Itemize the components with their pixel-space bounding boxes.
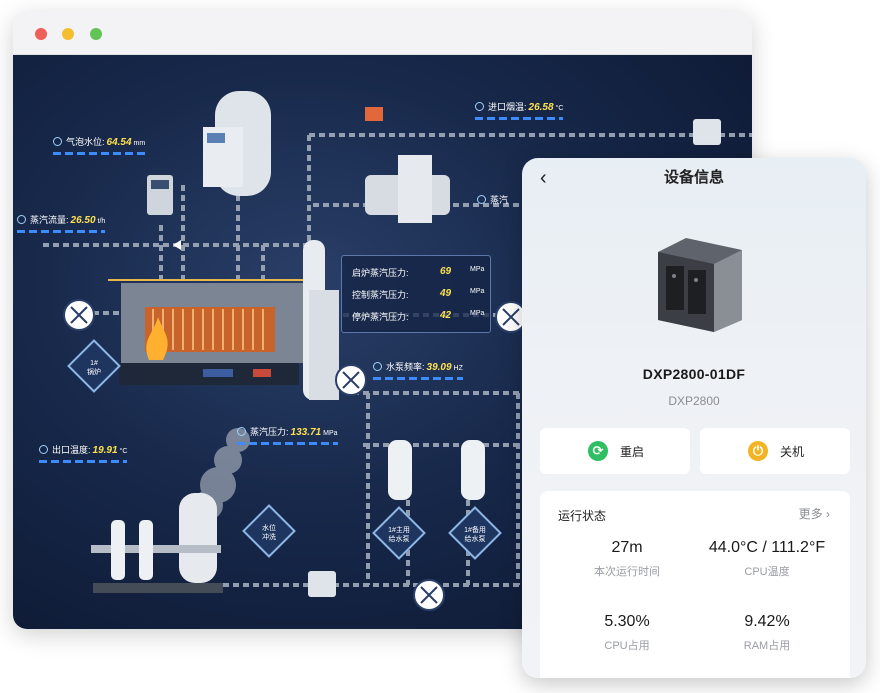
close-window-button[interactable] xyxy=(35,28,47,40)
backup-pump-badge-label: 1#备用 给水泵 xyxy=(464,527,486,543)
title-bar xyxy=(13,11,752,55)
shutdown-button[interactable]: ⏻ 关机 xyxy=(700,428,850,474)
device-info-card: ‹ 设备信息 DXP2800-01DF DXP2800 ⟳ 重启 ⏻ 关机 运行… xyxy=(522,158,866,678)
water-level-badge-label: 水位 冲洗 xyxy=(262,525,276,541)
status-header: 运行状态 xyxy=(558,509,607,523)
restart-button[interactable]: ⟳ 重启 xyxy=(540,428,690,474)
back-icon[interactable]: ‹ xyxy=(540,167,547,189)
maximize-window-button[interactable] xyxy=(90,28,102,40)
sensor-icon xyxy=(237,427,246,436)
steam-partial-readout: 蒸汽 xyxy=(477,193,508,206)
boiler-badge-label: 1# 锅炉 xyxy=(87,360,101,376)
minimize-window-button[interactable] xyxy=(62,28,74,40)
device-model: DXP2800 xyxy=(668,394,720,408)
sensor-icon xyxy=(39,445,48,454)
more-link[interactable]: 更多 › xyxy=(798,507,830,521)
card-title: 设备信息 xyxy=(663,169,724,186)
refresh-icon: ⟳ xyxy=(588,441,608,461)
nas-device-image xyxy=(658,238,742,332)
uptime-stat: 27m 本次运行时间 xyxy=(594,539,660,578)
main-pump-badge-label: 1#主用 给水泵 xyxy=(388,527,410,543)
ram-usage-stat: 9.42% RAM占用 xyxy=(743,613,791,652)
sensor-icon xyxy=(477,195,486,204)
sensor-icon xyxy=(53,137,62,146)
scada-graphics xyxy=(43,91,752,611)
device-name: DXP2800-01DF xyxy=(642,366,746,382)
running-status-section: 运行状态 更多 › 27m 本次运行时间 44.0°C / 111.2°F CP… xyxy=(540,491,850,678)
outlet-temp-readout: 出口温度:19.91°C xyxy=(39,443,128,463)
sensor-icon xyxy=(373,362,382,371)
sensor-icon xyxy=(475,102,484,111)
power-icon: ⏻ xyxy=(748,441,768,461)
cpu-temp-stat: 44.0°C / 111.2°F CPU温度 xyxy=(708,539,826,578)
cpu-usage-stat: 5.30% CPU占用 xyxy=(604,613,650,652)
inlet-temp-readout: 进口烟温:26.58°C xyxy=(475,100,564,120)
sensor-icon xyxy=(17,215,26,224)
